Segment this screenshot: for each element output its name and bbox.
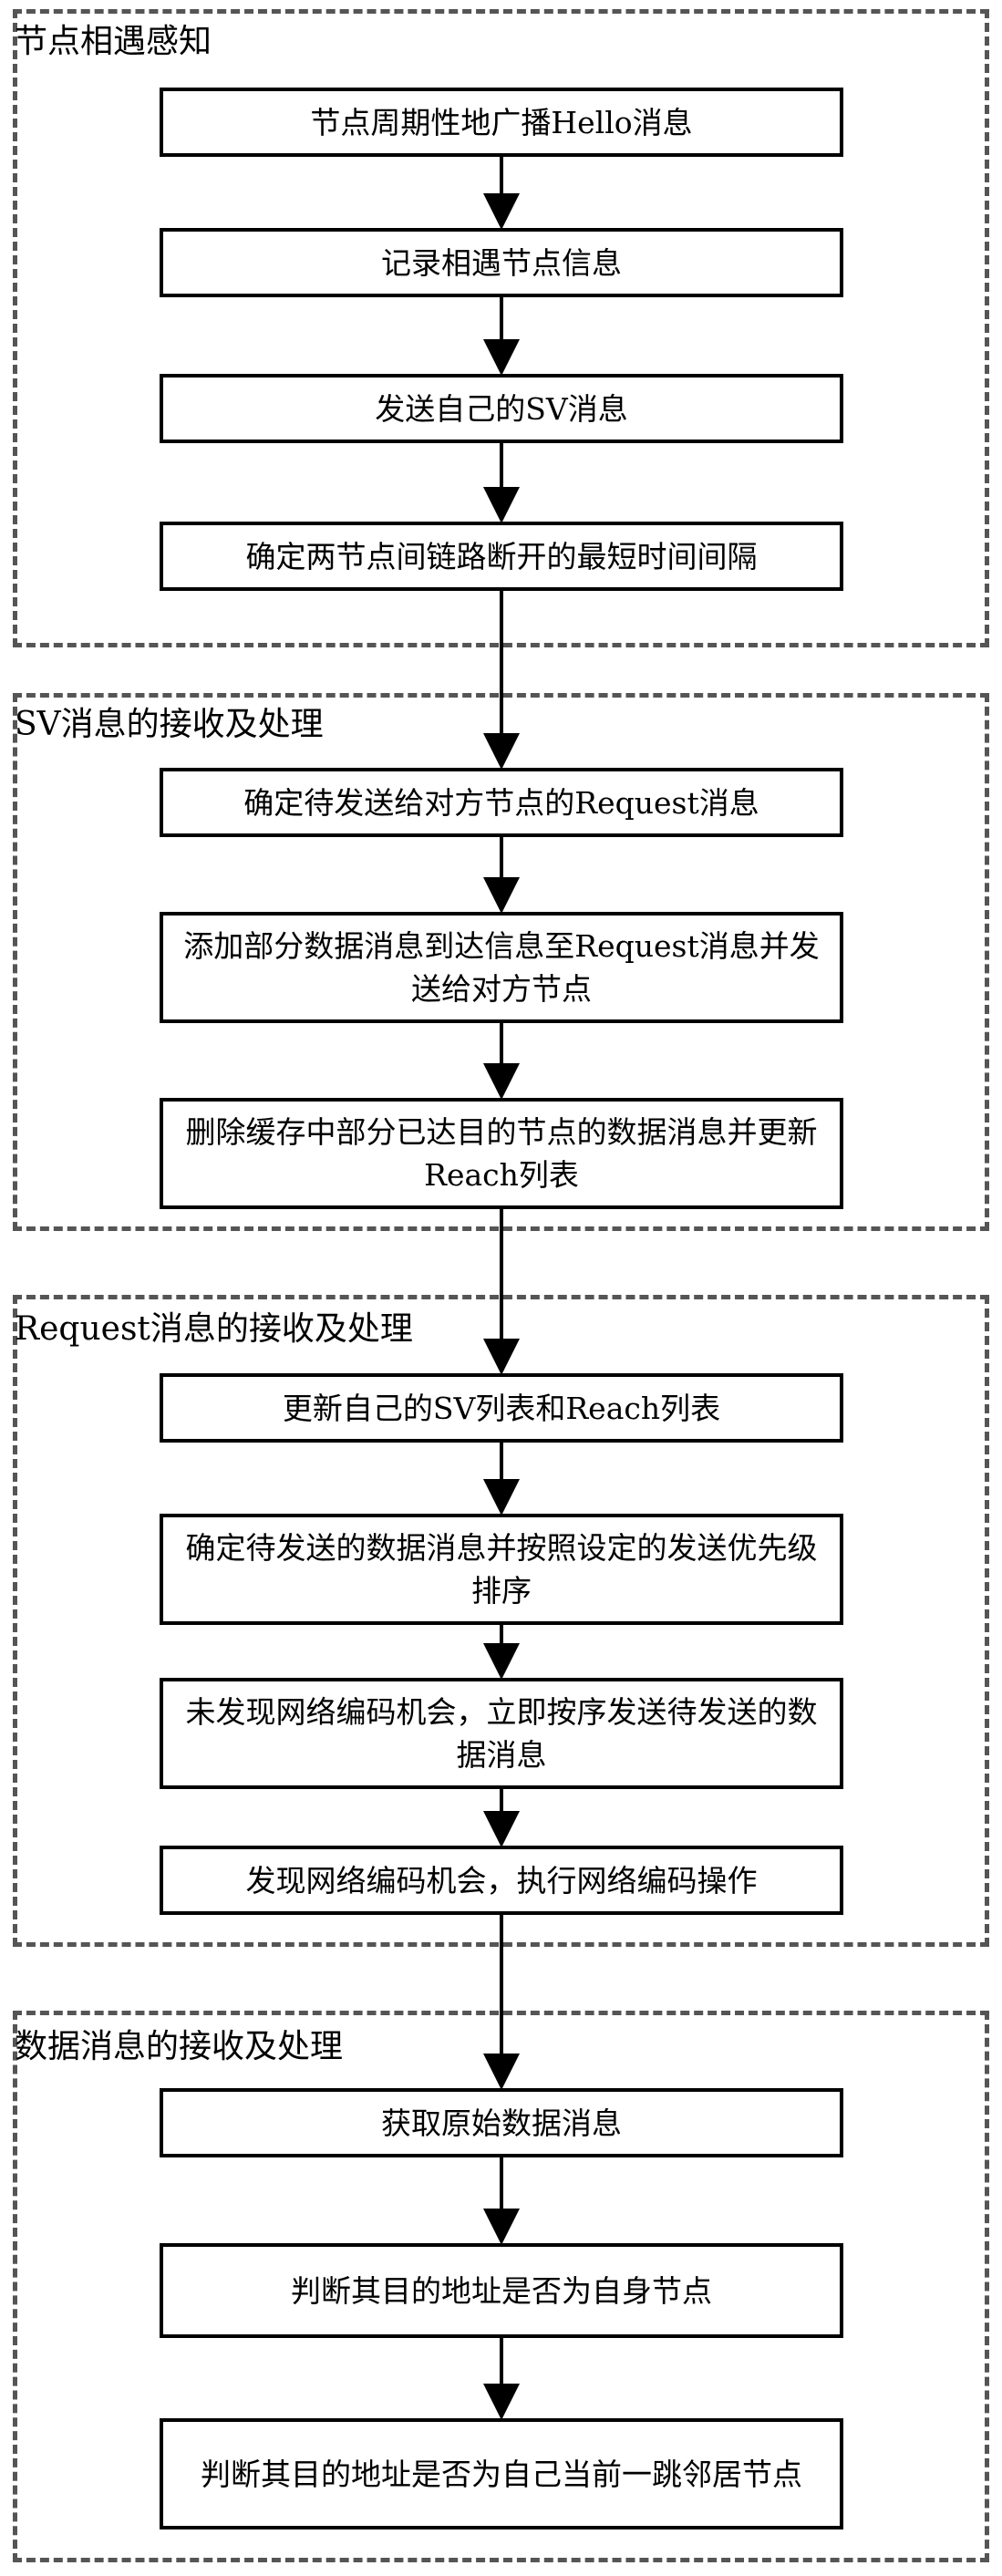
flow-arrows <box>0 0 1002 2576</box>
